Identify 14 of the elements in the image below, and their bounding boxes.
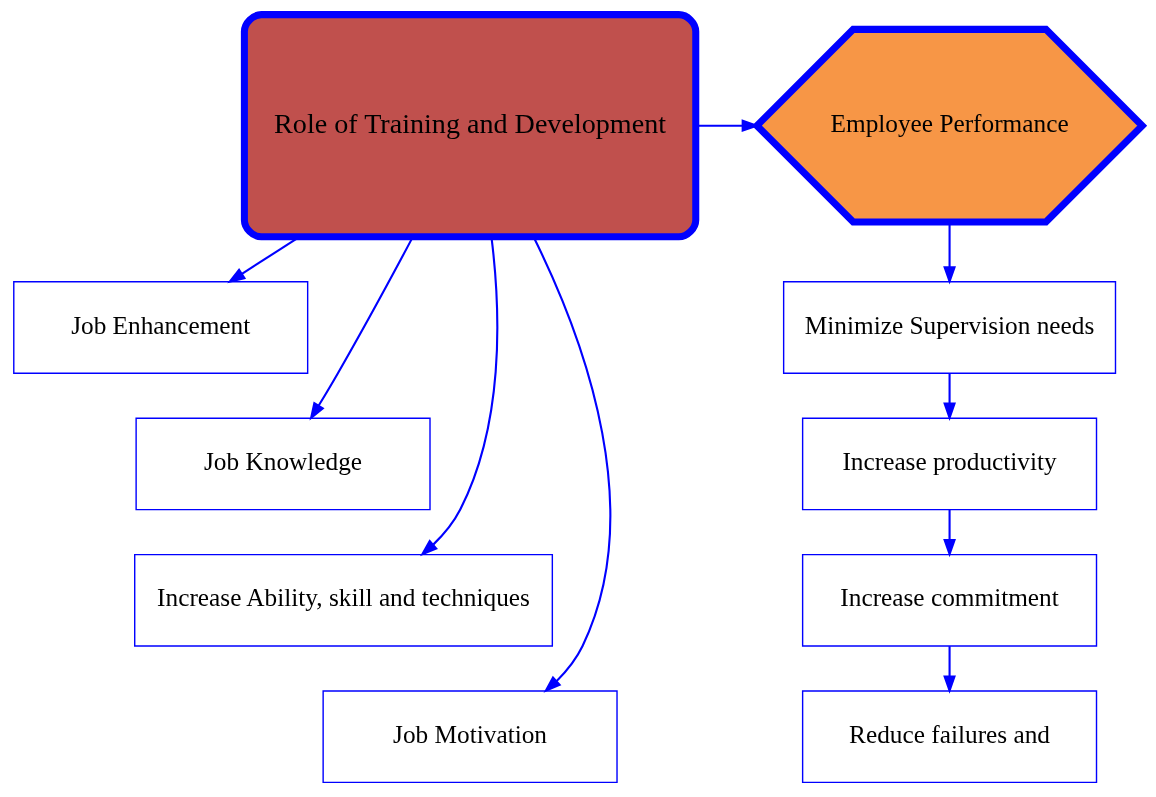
node-box: Role of Training and Development [240,11,700,241]
node-box: Job Enhancement [13,281,309,374]
node-box: Increase commitment [801,553,1098,647]
arrow [943,373,956,421]
arrow [943,646,956,694]
node-box: Minimize Supervision needs [782,281,1117,374]
node-box: Job Knowledge [135,417,431,511]
node-box: Increase productivity [801,417,1098,511]
arrow [943,222,956,285]
arrow [420,237,499,557]
node-box: Job Motivation [322,690,618,784]
node-box: Increase Ability, skill and techniques [134,553,554,647]
node-box: Reduce failures and [801,690,1098,784]
arrow [943,509,956,558]
